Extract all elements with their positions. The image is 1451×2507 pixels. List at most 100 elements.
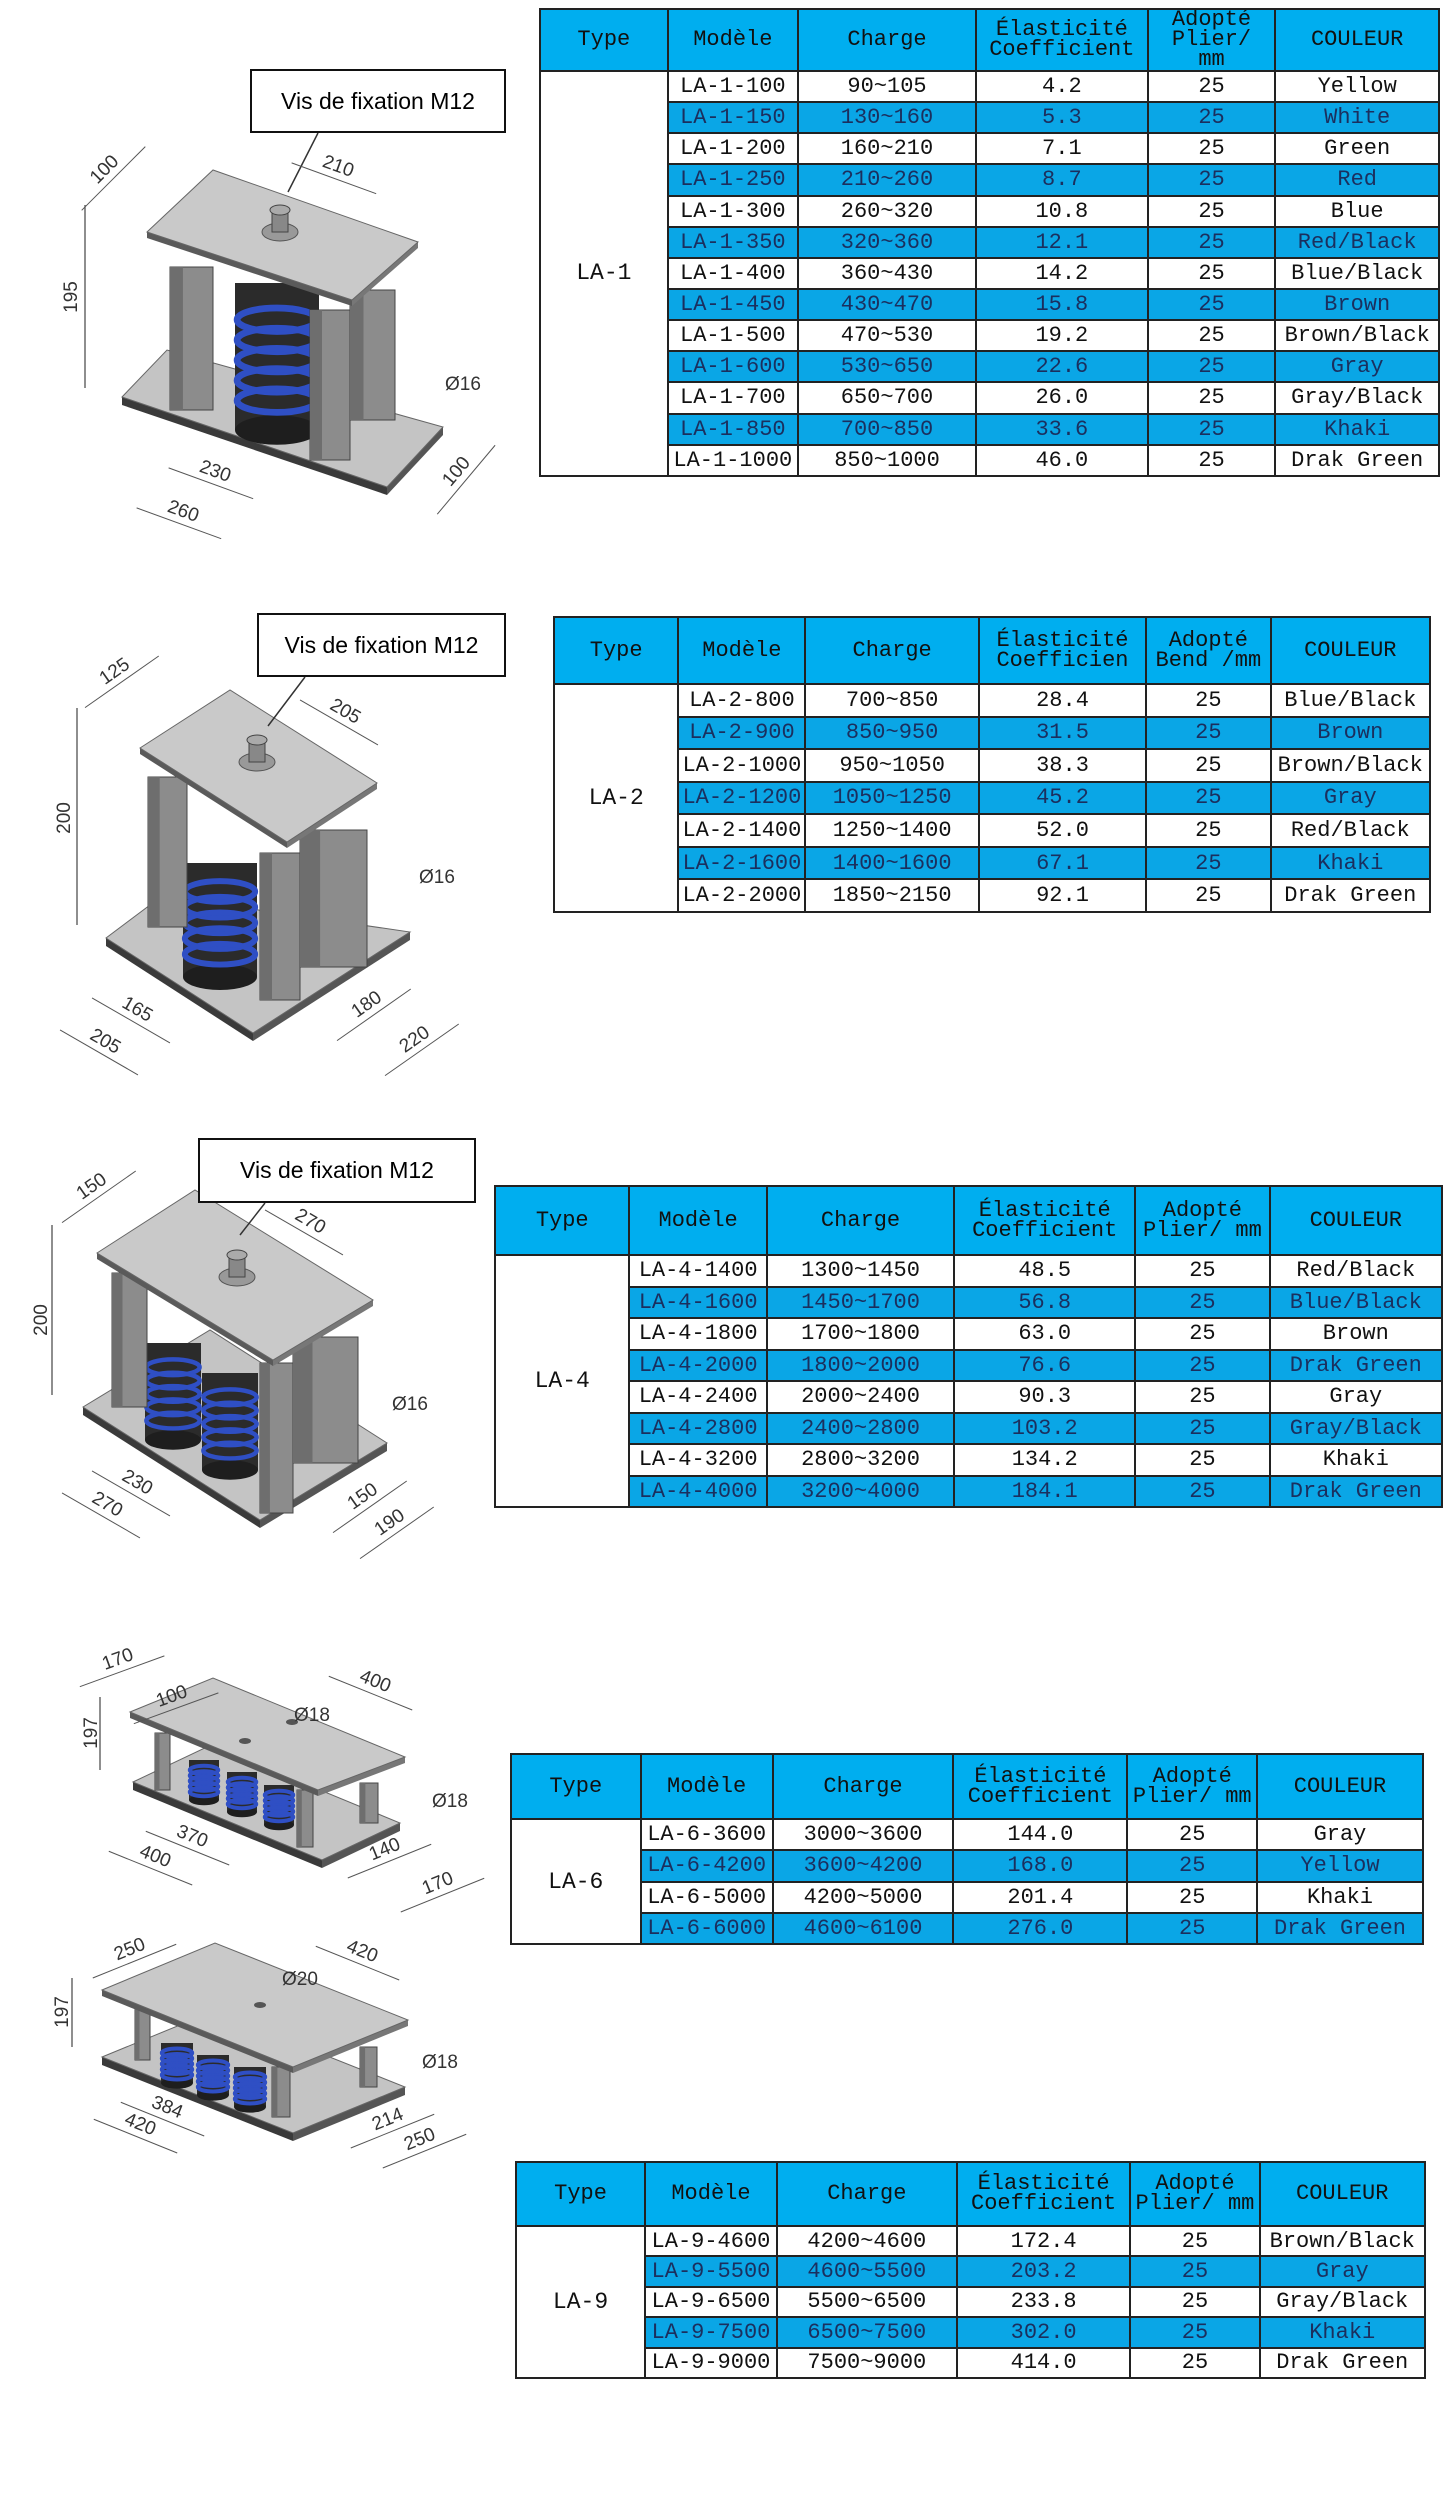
header-adopted-bend: Adopté Plier/ mm xyxy=(1134,1185,1271,1256)
dimension-label: 250 xyxy=(401,2124,438,2155)
cell-model: LA-1-150 xyxy=(666,101,800,135)
cell-color: Drak Green xyxy=(1268,1348,1444,1382)
support-pillar-side xyxy=(300,830,321,967)
rubber-housing-base xyxy=(183,964,257,990)
cell-model: LA-1-600 xyxy=(666,350,800,384)
cell-coefficient: 103.2 xyxy=(953,1411,1137,1445)
cell-model: LA-2-900 xyxy=(677,715,807,751)
cell-model: LA-1-200 xyxy=(666,132,800,166)
spring-coil xyxy=(232,2081,268,2095)
cell-coefficient: 168.0 xyxy=(952,1849,1129,1883)
dimension-line xyxy=(264,1209,344,1256)
cell-charge: 130~160 xyxy=(797,101,977,135)
cell-adopted-bend: 25 xyxy=(1146,225,1277,259)
cell-coefficient: 15.8 xyxy=(975,287,1149,322)
cell-coefficient: 52.0 xyxy=(977,813,1148,848)
cell-adopted-bend: 25 xyxy=(1134,1474,1271,1508)
cell-charge: 2000~2400 xyxy=(765,1380,956,1414)
cell-adopted-bend: 25 xyxy=(1134,1443,1271,1477)
support-pillar-side xyxy=(350,290,364,420)
top-plate xyxy=(128,1677,407,1791)
top-plate-edge xyxy=(102,1990,293,2073)
cell-color: Red xyxy=(1274,163,1440,197)
cell-model: LA-4-2000 xyxy=(628,1348,768,1382)
cell-adopted-bend: 25 xyxy=(1145,748,1272,783)
spring-coil xyxy=(262,1810,296,1824)
spring-coil xyxy=(195,2058,231,2072)
top-plate-edge xyxy=(147,232,352,306)
dimension-label: 200 xyxy=(31,1304,52,1336)
cell-color: Brown/Black xyxy=(1274,319,1440,353)
cell-model: LA-2-800 xyxy=(677,683,807,718)
spring-coil xyxy=(225,1781,259,1794)
cell-model: LA-2-2000 xyxy=(677,878,807,913)
cell-model: LA-2-1200 xyxy=(677,780,807,816)
dimension-label: 230 xyxy=(197,456,234,487)
cell-model: LA-1-500 xyxy=(666,319,800,353)
cell-adopted-bend: 25 xyxy=(1134,1254,1271,1288)
base-plate-edge xyxy=(253,932,410,1041)
callout-leader-line xyxy=(239,1202,266,1236)
cell-coefficient: 45.2 xyxy=(977,780,1148,816)
cell-model: LA-6-6000 xyxy=(639,1911,774,1946)
rubber-housing-base xyxy=(235,415,319,445)
dimension-label: 420 xyxy=(344,1936,381,1967)
cell-color: Blue/Black xyxy=(1274,256,1440,290)
cell-adopted-bend: 25 xyxy=(1146,132,1277,166)
dimension-label: 270 xyxy=(291,1205,329,1239)
cell-charge: 90~105 xyxy=(797,69,977,104)
cell-adopted-bend: 25 xyxy=(1129,2316,1261,2349)
header-model: Modèle xyxy=(644,2161,778,2227)
cell-type: LA-4 xyxy=(493,1254,631,1508)
cell-adopted-bend: 25 xyxy=(1146,319,1277,353)
cell-coefficient: 4.2 xyxy=(975,69,1149,104)
spring-coil xyxy=(195,2069,231,2083)
dimension-line xyxy=(93,2118,178,2154)
dimension-label: 170 xyxy=(99,1644,136,1675)
spring-coil xyxy=(225,1792,259,1805)
header-adopted-bend: Adopté Plier/ mm xyxy=(1146,8,1277,72)
dimension-line xyxy=(332,1480,408,1534)
cell-color: Green xyxy=(1274,132,1440,166)
cell-model: LA-2-1600 xyxy=(677,845,807,881)
cell-adopted-bend: 25 xyxy=(1146,287,1277,322)
cell-charge: 160~210 xyxy=(797,132,977,166)
cell-charge: 3000~3600 xyxy=(771,1817,955,1852)
cell-coefficient: 22.6 xyxy=(975,350,1149,384)
header-type: Type xyxy=(514,2161,647,2227)
cell-color: Gray xyxy=(1258,2255,1426,2288)
cell-model: LA-4-3200 xyxy=(628,1443,768,1477)
cell-adopted-bend: 25 xyxy=(1146,412,1277,446)
header-elasticity: Élasticité Coefficient xyxy=(952,1753,1129,1820)
spring-coil xyxy=(187,1763,221,1777)
cell-adopted-bend: 25 xyxy=(1146,101,1277,135)
cell-model: LA-1-700 xyxy=(666,381,800,415)
spring-coil xyxy=(159,2057,195,2071)
cell-color: Gray/Black xyxy=(1268,1411,1444,1445)
cell-color: Brown/Black xyxy=(1258,2224,1426,2258)
cell-coefficient: 203.2 xyxy=(955,2255,1132,2288)
cell-adopted-bend: 25 xyxy=(1146,256,1277,290)
cell-model: LA-9-7500 xyxy=(644,2316,778,2349)
dimension-line xyxy=(92,1943,177,1979)
support-pillar-side xyxy=(135,2008,140,2060)
cell-color: Khaki xyxy=(1258,2316,1426,2349)
dimension-line xyxy=(91,997,171,1044)
dimension-label: 200 xyxy=(54,802,75,834)
cell-coefficient: 31.5 xyxy=(977,715,1148,751)
cell-color: Brown xyxy=(1269,715,1432,751)
